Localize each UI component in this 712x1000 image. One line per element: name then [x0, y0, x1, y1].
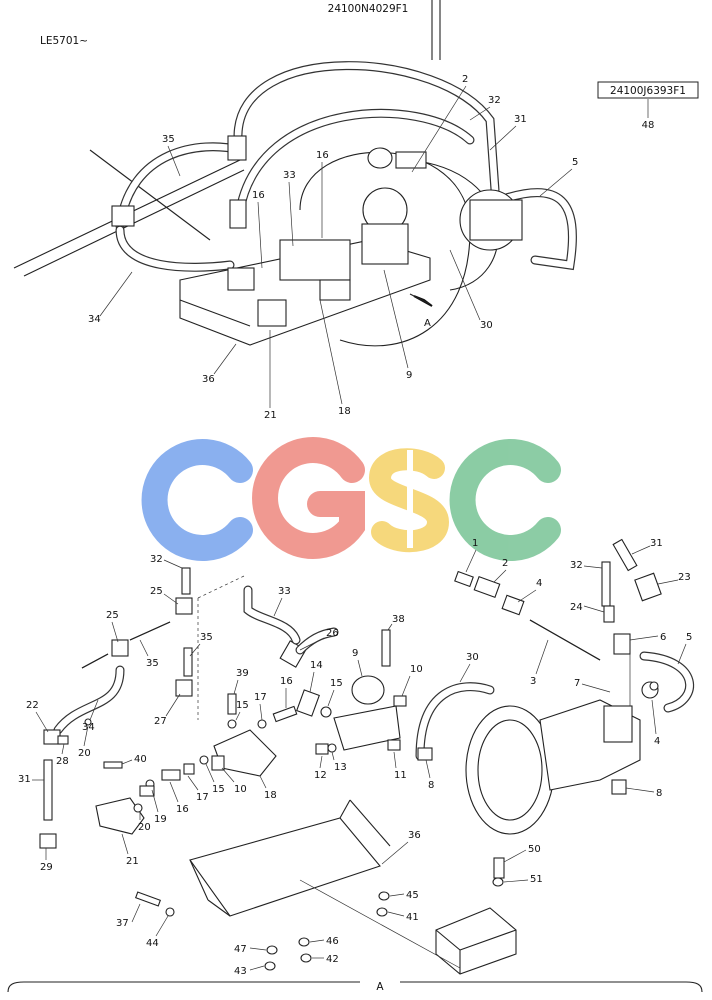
callout: 13 — [334, 762, 347, 773]
callout: 12 — [314, 770, 327, 781]
callout: 28 — [56, 756, 69, 767]
lower-callouts: 1 2 4 31 32 23 24 6 5 3 7 4 8 30 38 9 10… — [18, 538, 692, 977]
callout: 9 — [406, 370, 412, 381]
view-label: A — [376, 981, 384, 993]
callout: 33 — [283, 170, 296, 181]
callout: 21 — [126, 856, 139, 867]
callout: 5 — [572, 157, 578, 168]
drawing-code: 24100N4029F1 — [328, 3, 409, 15]
callout: 37 — [116, 918, 129, 929]
callout: 4 — [654, 736, 660, 747]
callout: 35 — [162, 134, 175, 145]
callout: 26 — [326, 628, 339, 639]
callout: 51 — [530, 874, 543, 885]
callout: 6 — [660, 632, 666, 643]
callout: 17 — [254, 692, 267, 703]
callout: 24 — [570, 602, 583, 613]
callout: 20 — [78, 748, 91, 759]
callout: 34 — [88, 314, 101, 325]
part-code-box — [597, 81, 699, 99]
callout: 8 — [656, 788, 662, 799]
callout: 32 — [488, 95, 501, 106]
callout: 2 — [502, 558, 508, 569]
callout: 25 — [106, 610, 119, 621]
boxed-part-callout: 48 — [642, 120, 655, 131]
callout: 25 — [150, 586, 163, 597]
callout: 47 — [234, 944, 247, 955]
callout: 16 — [280, 676, 293, 687]
callout: 33 — [278, 586, 291, 597]
callout: 20 — [138, 822, 151, 833]
callout: 10 — [234, 784, 247, 795]
callout: 15 — [330, 678, 343, 689]
upper-callouts: 35 2 32 31 5 16 33 16 34 36 21 18 9 30 A — [88, 74, 578, 421]
callout: 22 — [26, 700, 39, 711]
callout: 21 — [264, 410, 277, 421]
callout: 16 — [252, 190, 265, 201]
callout: 5 — [686, 632, 692, 643]
callout: 36 — [202, 374, 215, 385]
callout: 15 — [212, 784, 225, 795]
callout: 36 — [408, 830, 421, 841]
callout: 9 — [352, 648, 358, 659]
callout: 31 — [18, 774, 31, 785]
callout: 18 — [338, 406, 351, 417]
callout: 39 — [236, 668, 249, 679]
callout: 23 — [678, 572, 691, 583]
callout: 29 — [40, 862, 53, 873]
callout: 7 — [574, 678, 580, 689]
callout: 38 — [392, 614, 405, 625]
callout: 34 — [82, 722, 95, 733]
callout: 50 — [528, 844, 541, 855]
callout: 30 — [480, 320, 493, 331]
callout: 27 — [154, 716, 167, 727]
upper-assembly-view — [13, 0, 577, 347]
callout: 10 — [410, 664, 423, 675]
callout: 43 — [234, 966, 247, 977]
callout: 2 — [462, 74, 468, 85]
callout: 41 — [406, 912, 419, 923]
callout: 35 — [200, 632, 213, 643]
callout: 18 — [264, 790, 277, 801]
serial-range: LE5701~ — [40, 35, 88, 47]
callout: 15 — [236, 700, 249, 711]
lower-exploded-view — [7, 538, 703, 993]
callout: 11 — [394, 770, 407, 781]
callout: 14 — [310, 660, 323, 671]
callout: 1 — [472, 538, 478, 549]
callout: 19 — [154, 814, 167, 825]
callout: 42 — [326, 954, 339, 965]
callout: 40 — [134, 754, 147, 765]
callout: 32 — [150, 554, 163, 565]
callout: 16 — [176, 804, 189, 815]
view-arrow-label: A — [424, 318, 431, 329]
callout: 35 — [146, 658, 159, 669]
callout: 31 — [514, 114, 527, 125]
callout: 31 — [650, 538, 663, 549]
callout: 17 — [196, 792, 209, 803]
callout: 30 — [466, 652, 479, 663]
callout: 32 — [570, 560, 583, 571]
callout: 44 — [146, 938, 159, 949]
callout: 8 — [428, 780, 434, 791]
watermark — [141, 437, 561, 561]
callout: 46 — [326, 936, 339, 947]
callout: 16 — [316, 150, 329, 161]
callout: 4 — [536, 578, 542, 589]
callout: 3 — [530, 676, 536, 687]
callout: 45 — [406, 890, 419, 901]
boxed-part-code: 24100J6393F1 — [610, 85, 686, 97]
